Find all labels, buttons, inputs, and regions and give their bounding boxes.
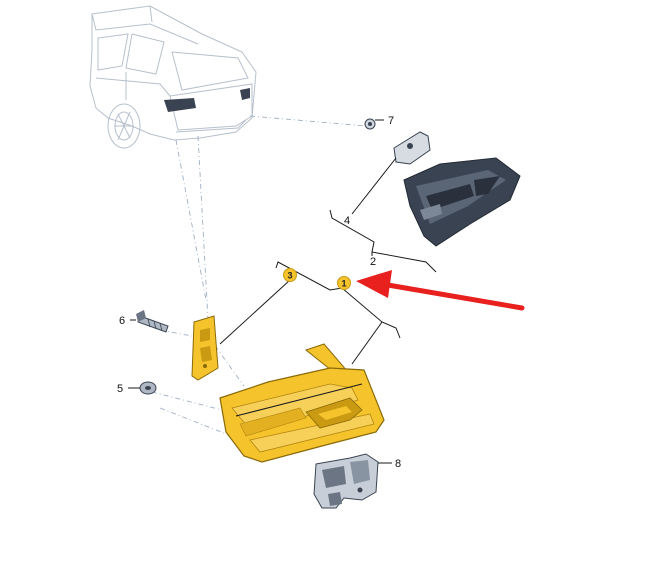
part-3-bracket-highlighted[interactable] bbox=[191, 315, 219, 381]
callout-6: 6 bbox=[119, 315, 125, 327]
part-7-nut[interactable] bbox=[364, 118, 376, 130]
callout-2: 2 bbox=[370, 256, 376, 268]
svg-text:1: 1 bbox=[341, 279, 346, 289]
callout-7: 7 bbox=[388, 115, 394, 127]
part-4-bracket[interactable] bbox=[393, 131, 431, 165]
part-8-mounting-bracket[interactable] bbox=[313, 453, 379, 509]
callout-badge-3: 3 bbox=[283, 268, 297, 282]
callout-4: 4 bbox=[344, 215, 350, 227]
vehicle-illustration bbox=[89, 5, 257, 149]
red-arrow-left-icon bbox=[356, 270, 525, 311]
callout-8: 8 bbox=[395, 458, 401, 470]
part-2-inner-tail-light[interactable] bbox=[403, 157, 521, 247]
callout-5: 5 bbox=[117, 383, 123, 395]
part-6-screw[interactable] bbox=[136, 310, 169, 333]
callout-badge-1: 1 bbox=[337, 276, 351, 290]
projection-lines bbox=[151, 115, 367, 449]
part-5-washer[interactable] bbox=[139, 381, 157, 395]
svg-text:3: 3 bbox=[287, 271, 292, 281]
part-1-outer-tail-light-highlighted[interactable] bbox=[219, 343, 385, 463]
